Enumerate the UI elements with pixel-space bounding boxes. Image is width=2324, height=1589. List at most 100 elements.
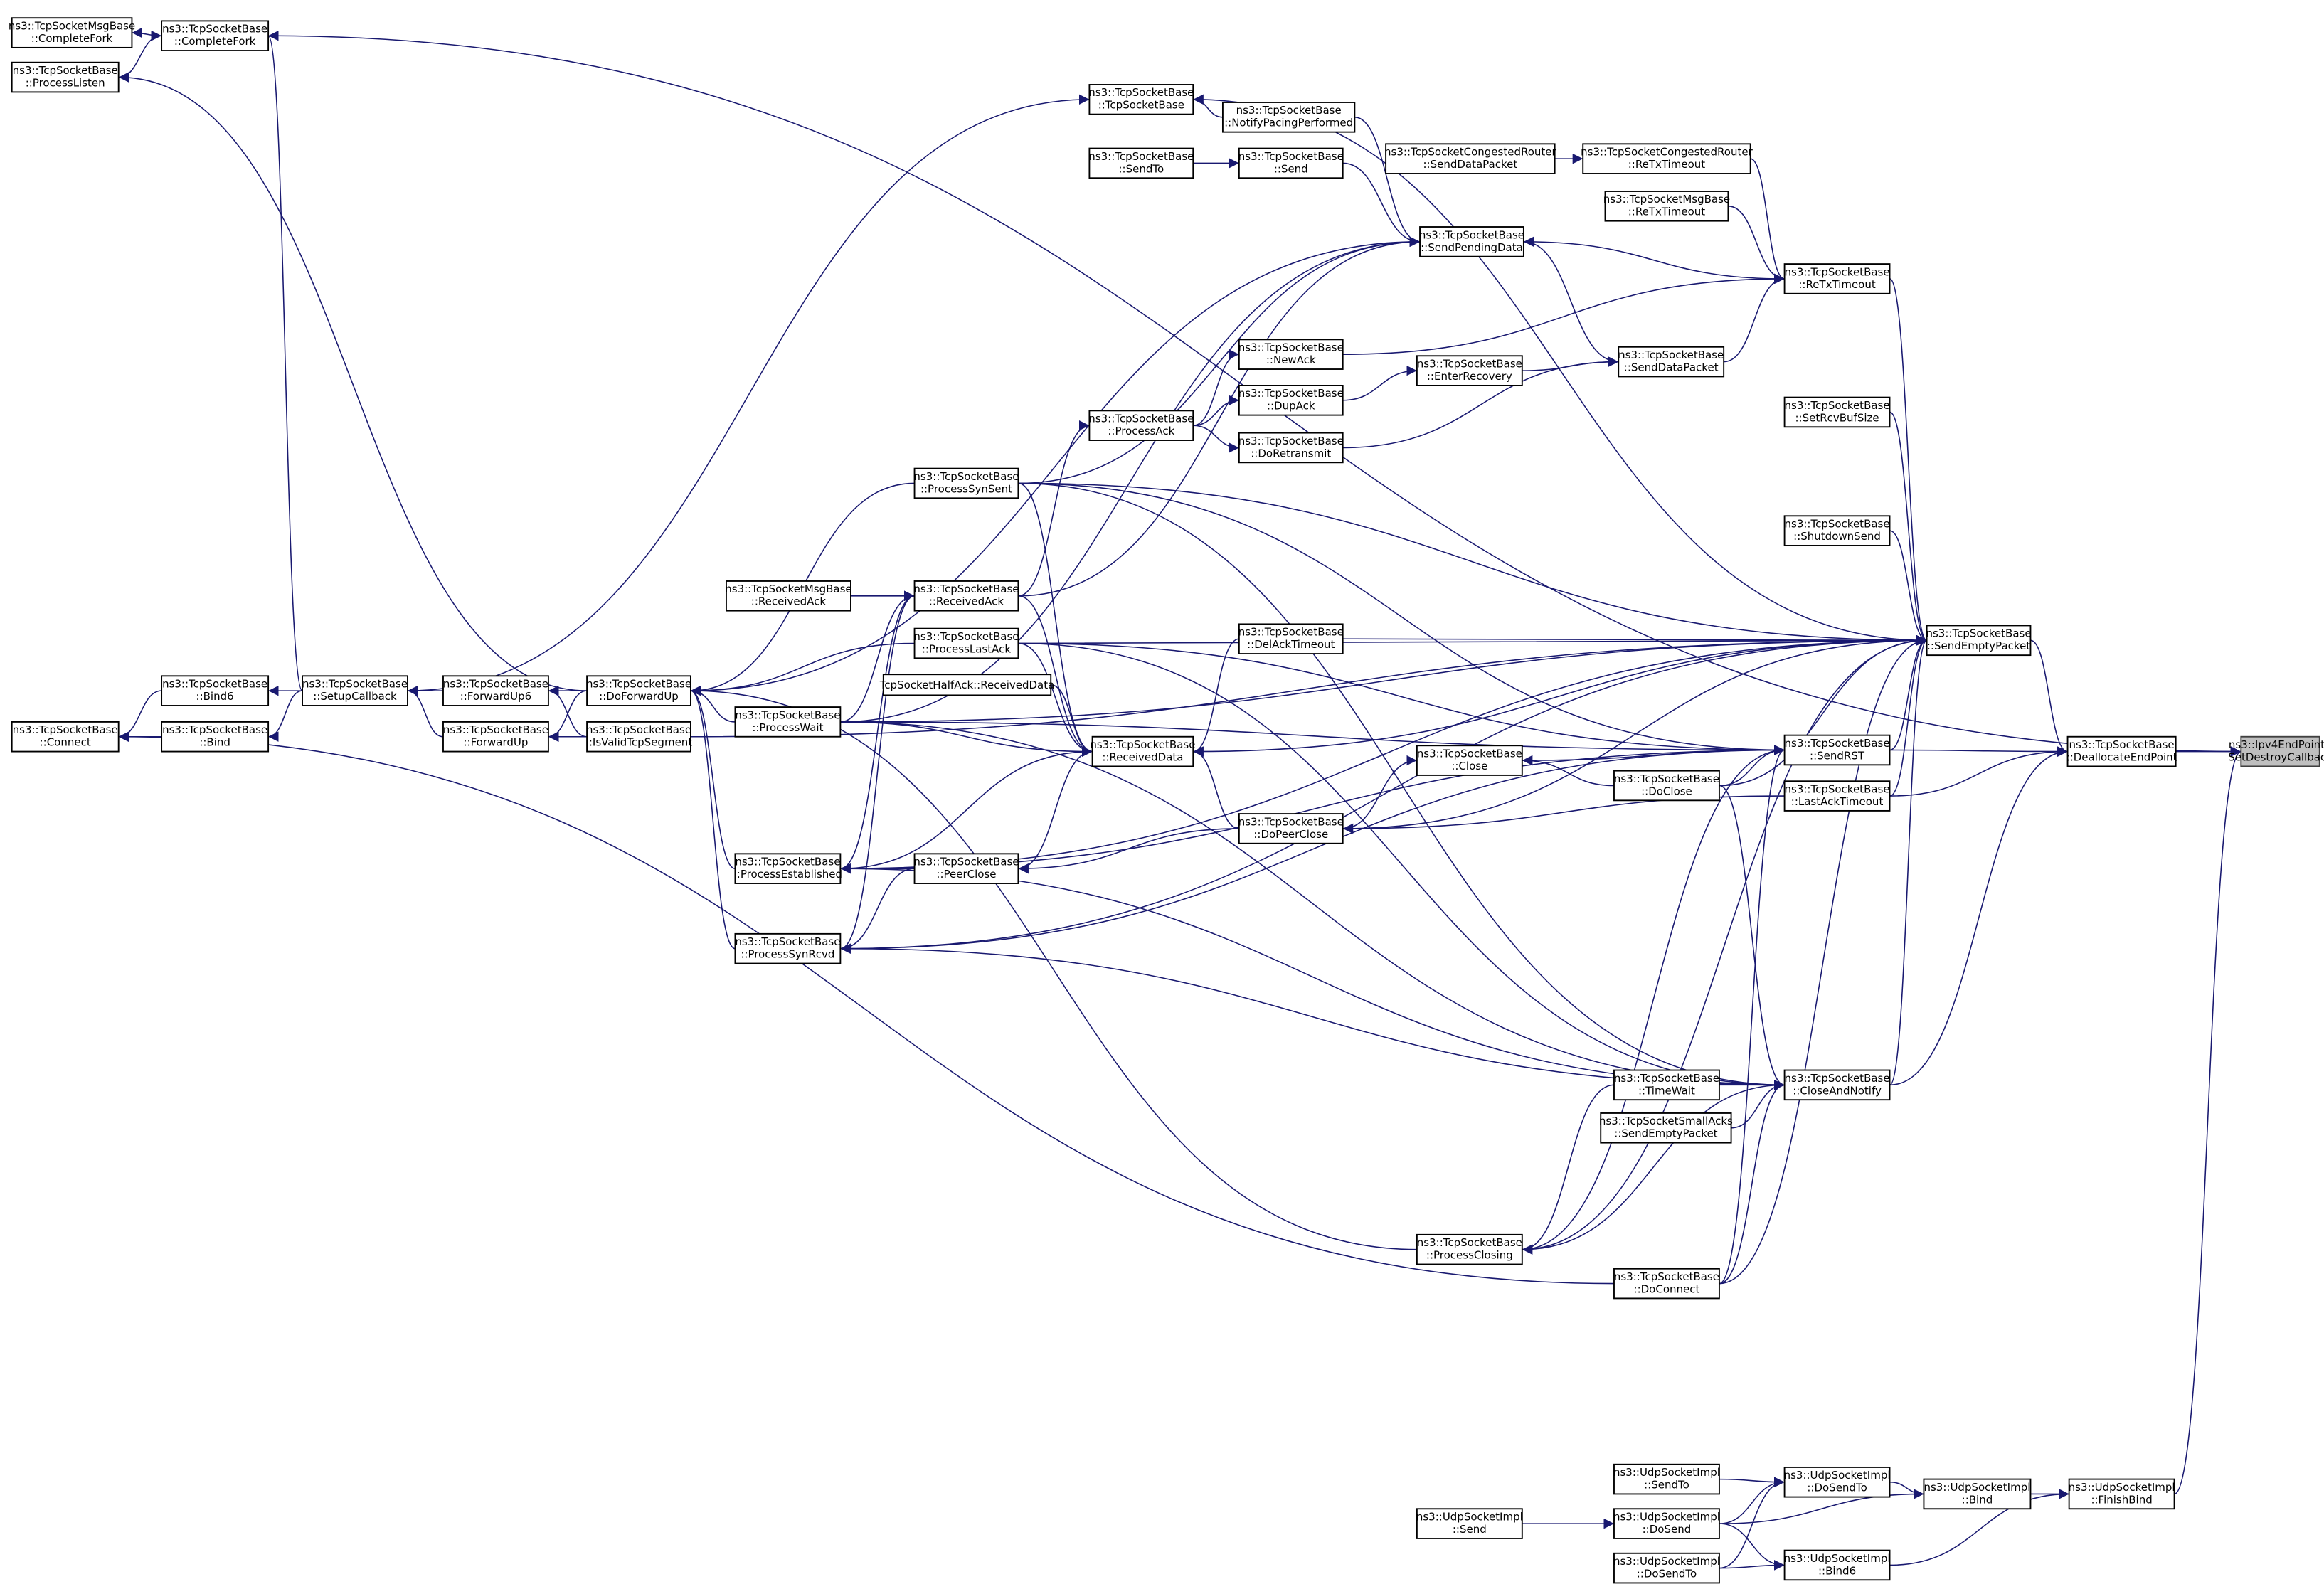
node-udpDoSendTo[interactable]: ns3::UdpSocketImpl::DoSendTo <box>1784 1466 1891 1498</box>
node-sendEmpty[interactable]: ns3::TcpSocketBase::SendEmptyPacket <box>1926 625 2032 657</box>
node-closeNotify[interactable]: ns3::TcpSocketBase::CloseAndNotify <box>1783 1069 1891 1101</box>
node-udpBind[interactable]: ns3::UdpSocketImpl::Bind <box>1923 1478 2032 1510</box>
node-msgCompleteFork[interactable]: ns3::TcpSocketMsgBase::CompleteFork <box>9 17 135 48</box>
node-label: ::EnterRecovery <box>1427 370 1512 383</box>
edge-processAck-to-newAck <box>1193 349 1239 426</box>
node-sendPending[interactable]: ns3::TcpSocketBase::SendPendingData <box>1419 226 1524 257</box>
node-peerClose[interactable]: ns3::TcpSocketBase::PeerClose <box>913 853 1019 884</box>
node-label: ::ForwardUp <box>463 736 528 749</box>
node-label: ns3::TcpSocketBase <box>1785 399 1890 412</box>
node-procListen[interactable]: ns3::TcpSocketBase::ProcessListen <box>11 61 120 93</box>
node-congRetx[interactable]: ns3::TcpSocketCongestedRouter::ReTxTimeo… <box>1581 143 1753 174</box>
node-sendRST[interactable]: ns3::TcpSocketBase::SendRST <box>1783 734 1891 766</box>
node-label: ::ProcessListen <box>26 76 105 89</box>
node-congSendData[interactable]: ns3::TcpSocketCongestedRouter::SendDataP… <box>1384 143 1557 174</box>
node-box <box>1416 1233 1523 1265</box>
node-label: ns3::TcpSocketBase <box>13 723 118 736</box>
node-connect[interactable]: ns3::TcpSocketBase::Connect <box>11 721 120 753</box>
node-sendDataPacket[interactable]: ns3::TcpSocketBase::SendDataPacket <box>1618 346 1725 378</box>
node-udpSendTo[interactable]: ns3::UdpSocketImpl::SendTo <box>1613 1463 1720 1495</box>
node-forwardUp6[interactable]: ns3::TcpSocketBase::ForwardUp6 <box>442 675 549 706</box>
node-label: ns3::TcpSocketBase <box>1614 1270 1719 1283</box>
node-notifyPacing[interactable]: ns3::TcpSocketBase::NotifyPacingPerforme… <box>1221 102 1356 133</box>
edge-procSynSent-to-closeNotify <box>1018 482 1785 1090</box>
edge-procSynRcvd-to-sendRST <box>840 745 1785 950</box>
node-sendTo[interactable]: ns3::TcpSocketBase::SendTo <box>1088 147 1194 179</box>
edge-finishBind-to-setdestroy <box>2174 746 2241 1495</box>
node-dealloc[interactable]: ns3::TcpSocketBase::DeallocateEndPoint <box>2066 735 2177 767</box>
node-label: ns3::TcpSocketBase <box>1785 782 1890 795</box>
edge-closeNotify-to-sendEmpty <box>1889 635 1928 1086</box>
node-label: ::ProcessLastAck <box>922 642 1011 655</box>
node-send[interactable]: ns3::TcpSocketBase::Send <box>1238 147 1344 179</box>
node-enterRecovery[interactable]: ns3::TcpSocketBase::EnterRecovery <box>1416 355 1523 386</box>
node-label: ::DoPeerClose <box>1253 828 1328 841</box>
edge-peerClose-to-procSynRcvd <box>840 868 915 954</box>
node-newAck[interactable]: ns3::TcpSocketBase::NewAck <box>1238 339 1344 370</box>
node-retx[interactable]: ns3::TcpSocketBase::ReTxTimeout <box>1783 263 1891 294</box>
node-label: ns3::TcpSocketSmallAcks <box>1599 1115 1733 1127</box>
node-processAck[interactable]: ns3::TcpSocketBase::ProcessAck <box>1088 410 1194 441</box>
edge-udpDoSendTo-to-udpBind <box>1889 1481 1924 1499</box>
node-udpSend[interactable]: ns3::UdpSocketImpl::Send <box>1416 1508 1523 1539</box>
node-box <box>1385 143 1556 174</box>
node-doClose[interactable]: ns3::TcpSocketBase::DoClose <box>1613 770 1720 802</box>
node-procWait[interactable]: ns3::TcpSocketBase::ProcessWait <box>734 706 842 738</box>
node-label: ns3::TcpSocketBase <box>13 64 118 77</box>
node-finishBind[interactable]: ns3::UdpSocketImpl::FinishBind <box>2069 1478 2175 1510</box>
edge-procWait-to-sendRST <box>840 721 1785 755</box>
node-halfAck[interactable]: TcpSocketHalfAck::ReceivedData <box>879 674 1055 696</box>
node-procClosing[interactable]: ns3::TcpSocketBase::ProcessClosing <box>1416 1233 1523 1265</box>
node-forwardUp[interactable]: ns3::TcpSocketBase::ForwardUp <box>442 721 549 753</box>
node-procSynRcvd[interactable]: ns3::TcpSocketBase::ProcessSynRcvd <box>734 932 842 964</box>
edge-closeNotify-to-dealloc <box>1889 746 2068 1086</box>
node-box <box>1613 1463 1720 1495</box>
node-udpDoSendTo2[interactable]: ns3::UdpSocketImpl::DoSendTo <box>1613 1552 1720 1584</box>
node-box <box>586 675 691 706</box>
node-msgReceivedAck[interactable]: ns3::TcpSocketMsgBase::ReceivedAck <box>725 580 852 612</box>
node-delAck[interactable]: ns3::TcpSocketBase::DelAckTimeout <box>1238 623 1344 655</box>
node-smallAcks[interactable]: ns3::TcpSocketSmallAcks::SendEmptyPacket <box>1599 1112 1733 1144</box>
node-doForwardUp[interactable]: ns3::TcpSocketBase::DoForwardUp <box>586 675 691 706</box>
node-completeFork[interactable]: ns3::TcpSocketBase::CompleteFork <box>161 20 270 51</box>
node-receivedData[interactable]: ns3::TcpSocketBase::ReceivedData <box>1090 735 1195 767</box>
node-doPeerClose[interactable]: ns3::TcpSocketBase::DoPeerClose <box>1238 813 1344 844</box>
node-box <box>913 467 1019 499</box>
node-ctor[interactable]: ns3::TcpSocketBase::TcpSocketBase <box>1088 84 1194 115</box>
node-label: ::SendEmptyPacket <box>1614 1127 1717 1140</box>
node-receivedAck[interactable]: ns3::TcpSocketBase::ReceivedAck <box>913 580 1019 612</box>
node-box <box>1088 84 1194 115</box>
node-label: ns3::TcpSocketBase <box>162 678 267 691</box>
node-msgRetx[interactable]: ns3::TcpSocketMsgBase::ReTxTimeout <box>1603 191 1730 222</box>
node-udpBind6[interactable]: ns3::UdpSocketImpl::Bind6 <box>1784 1549 1891 1581</box>
node-procEst[interactable]: ns3::TcpSocketBase::ProcessEstablished <box>733 853 842 884</box>
node-udpDoSend[interactable]: ns3::UdpSocketImpl::DoSend <box>1613 1508 1720 1539</box>
node-box <box>1416 1508 1523 1539</box>
node-setRcvBuf[interactable]: ns3::TcpSocketBase::SetRcvBufSize <box>1783 396 1891 428</box>
node-label: ::LastAckTimeout <box>1791 795 1884 808</box>
node-close[interactable]: ns3::TcpSocketBase::Close <box>1416 745 1523 776</box>
node-label: ns3::TcpSocketBase <box>913 856 1019 868</box>
node-procLastAck[interactable]: ns3::TcpSocketBase::ProcessLastAck <box>913 627 1019 659</box>
node-label: ns3::UdpSocketImpl <box>1924 1481 2030 1494</box>
node-dupAck[interactable]: ns3::TcpSocketBase::DupAck <box>1238 385 1344 416</box>
node-bind6[interactable]: ns3::TcpSocketBase::Bind6 <box>161 675 270 706</box>
node-label: ::ReceivedAck <box>751 595 827 608</box>
node-lastAck[interactable]: ns3::TcpSocketBase::LastAckTimeout <box>1783 780 1891 812</box>
node-label: ns3::TcpSocketBase <box>1238 626 1344 639</box>
node-doRetransmit[interactable]: ns3::TcpSocketBase::DoRetransmit <box>1238 432 1344 464</box>
node-label: ::CloseAndNotify <box>1793 1084 1882 1097</box>
node-doConnect[interactable]: ns3::TcpSocketBase::DoConnect <box>1613 1268 1720 1300</box>
node-setupCb[interactable]: ns3::TcpSocketBase::SetupCallback <box>302 675 408 706</box>
edge-completeFork-to-msgCompleteFork <box>132 27 162 38</box>
node-timeWait[interactable]: ns3::TcpSocketBase::TimeWait <box>1613 1069 1720 1101</box>
node-shutdownSend[interactable]: ns3::TcpSocketBase::ShutdownSend <box>1783 515 1891 546</box>
node-setdestroy[interactable]: ns3::Ipv4EndPoint::SetDestroyCallback <box>2228 735 2324 767</box>
node-procSynSent[interactable]: ns3::TcpSocketBase::ProcessSynSent <box>913 467 1019 499</box>
node-isValid[interactable]: ns3::TcpSocketBase::IsValidTcpSegment <box>585 721 692 753</box>
edge-ctor-to-sendEmpty <box>1193 99 1927 646</box>
node-bind[interactable]: ns3::TcpSocketBase::Bind <box>161 721 270 753</box>
edge-procSynSent-to-sendEmpty <box>1018 482 1927 646</box>
edge-setupCb-to-bind <box>268 690 303 742</box>
node-box <box>1238 432 1344 464</box>
